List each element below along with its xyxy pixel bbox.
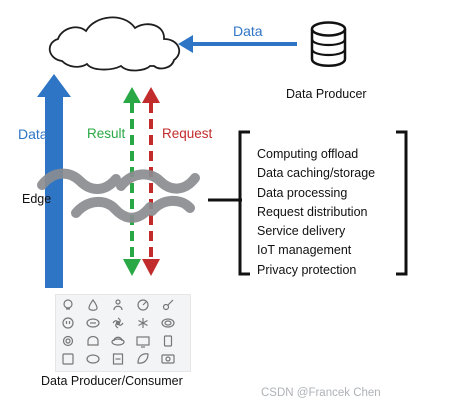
edge-layer <box>37 168 200 223</box>
speaker-icon <box>161 354 175 364</box>
cloud-icon <box>48 16 181 72</box>
data-producer-label: Data Producer <box>286 87 367 101</box>
service-item: Privacy protection <box>257 262 357 277</box>
ring-icon <box>161 318 175 328</box>
gauge-icon <box>137 299 149 311</box>
leaf-icon <box>137 353 149 364</box>
data-upload-arrow <box>37 74 71 288</box>
router-icon <box>86 318 100 328</box>
disc-icon <box>111 336 125 346</box>
person-icon <box>113 299 123 311</box>
request-arrow <box>142 87 160 276</box>
right-bracket <box>396 130 408 276</box>
oval-icon <box>86 354 100 364</box>
monitor-icon <box>136 336 150 348</box>
lightbulb-icon <box>63 299 73 310</box>
plug-icon <box>62 317 74 329</box>
service-item: Data processing <box>257 185 348 200</box>
edge-label: Edge <box>22 192 52 206</box>
left-bracket <box>238 130 250 276</box>
result-label: Result <box>87 126 126 141</box>
box-icon <box>112 353 124 365</box>
service-item: Computing offload <box>257 147 359 161</box>
service-item: Data caching/storage <box>257 166 376 181</box>
result-arrow <box>123 87 141 276</box>
request-label: Request <box>162 126 213 141</box>
cloud-data-label: Data <box>233 23 263 39</box>
service-item: Request distribution <box>257 204 368 219</box>
service-item: Service delivery <box>257 224 346 239</box>
edge-service-list: Computing offload Data caching/storage D… <box>257 145 375 280</box>
phone-icon <box>163 335 173 347</box>
snowflake-icon <box>138 318 148 328</box>
dome-icon <box>87 335 99 346</box>
device-grid <box>55 294 191 372</box>
database-icon <box>310 21 347 67</box>
key-icon <box>162 299 174 311</box>
data-arrow-to-cloud <box>178 35 297 53</box>
drop-icon <box>88 298 98 311</box>
fan-icon <box>112 317 124 329</box>
watermark: CSDN @Francek Chen <box>261 387 381 399</box>
tablet-icon <box>62 353 74 365</box>
device-icon-set <box>62 298 175 365</box>
service-item: IoT management <box>257 243 352 258</box>
left-data-label: Data <box>18 126 48 142</box>
producer-consumer-label: Data Producer/Consumer <box>41 374 183 388</box>
light-icon <box>62 335 74 347</box>
